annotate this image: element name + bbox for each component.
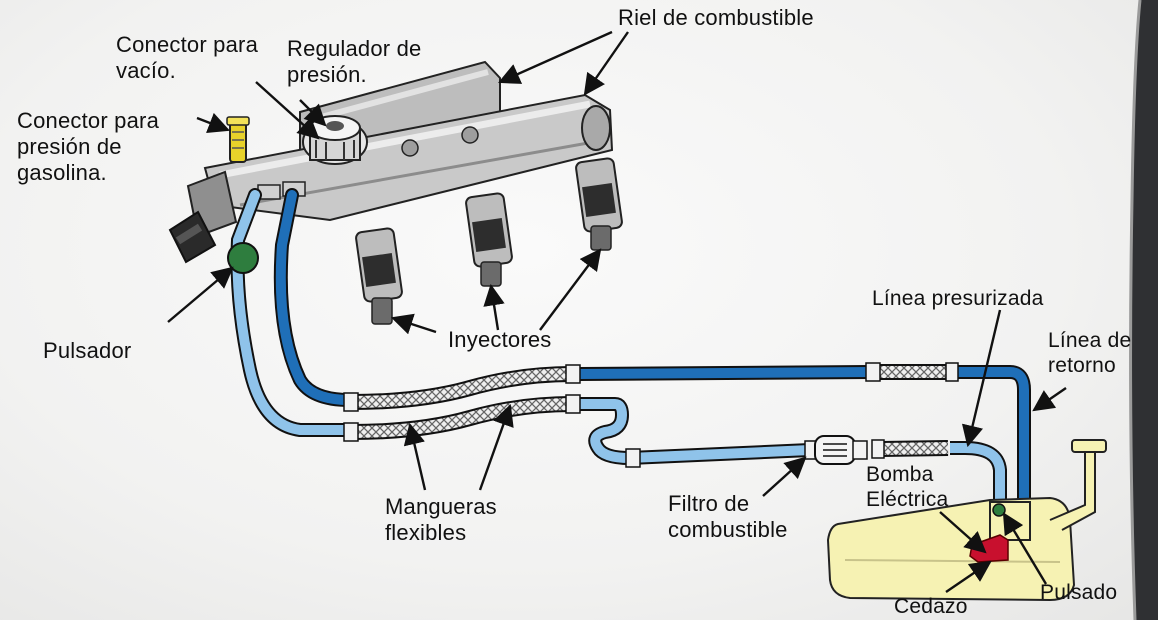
vacuum-connector-label: Conector para vacío. <box>116 32 259 83</box>
flexible-hoses <box>343 362 959 468</box>
flexible-hoses-label: Mangueras flexibles <box>385 494 497 545</box>
fuel-filter-label: Filtro de combustible <box>668 491 788 542</box>
inlet-nozzle <box>168 170 238 264</box>
pressure-regulator-label: Regulador de presión. <box>287 36 422 87</box>
pulsator <box>227 242 259 274</box>
pressure-regulator <box>302 115 368 165</box>
injector-3 <box>575 157 623 251</box>
strainer-label: Cedazo <box>894 595 968 618</box>
return-line-label: Línea de retorno <box>1048 329 1132 377</box>
right-edge-device <box>1129 0 1158 620</box>
tank-pulsator <box>992 503 1006 517</box>
injectors-label: Inyectores <box>448 327 552 352</box>
fuel-pressure-connector-label: Conector para presión de gasolina. <box>17 108 160 185</box>
injector-2 <box>465 192 513 287</box>
pressurized-line-label: Línea presurizada <box>872 287 1044 310</box>
strainer <box>969 534 1009 563</box>
leader-arrows <box>167 30 1067 593</box>
fuel-rail-label: Riel de combustible <box>618 5 814 30</box>
tank-pulsator-label: Pulsado <box>1040 581 1118 604</box>
fuel-rail-assembly <box>168 60 614 264</box>
dark-line <box>273 188 1031 505</box>
electric-pump-label: Bomba Eléctrica <box>866 463 949 511</box>
injector-1 <box>355 227 403 325</box>
fuel-pressure-connector <box>226 116 250 163</box>
light-line <box>230 188 1007 505</box>
pulsator-label: Pulsador <box>43 338 132 363</box>
fuel-filter <box>804 435 868 465</box>
